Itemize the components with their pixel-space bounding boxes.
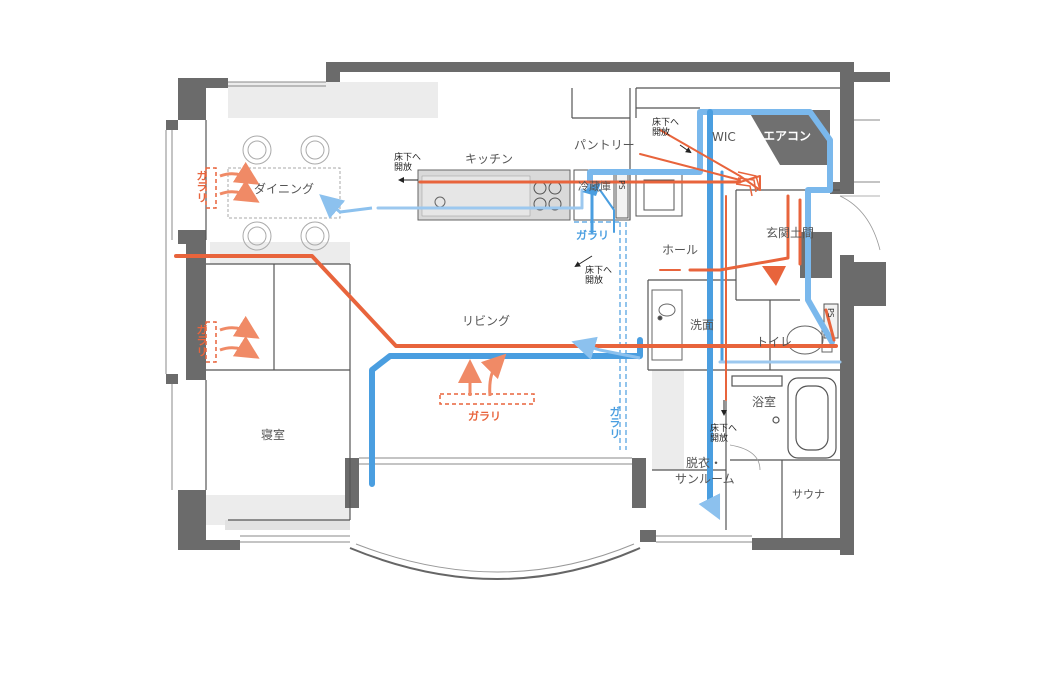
aircon-unit (748, 110, 830, 165)
room-label-sauna: サウナ (792, 488, 825, 501)
floor-open-line2: 開放 (652, 128, 671, 138)
floor-open-note-kitchen: 床下へ 開放 (394, 153, 421, 173)
garari-label-pantry: ガラリ (576, 229, 609, 242)
garari-label-bedroom: ガラリ (195, 324, 208, 357)
ps-label-toilet: PS (826, 308, 835, 318)
kitchen-counter (417, 169, 571, 221)
cool-airflow-arrow (319, 194, 721, 521)
room-label-aircon: エアコン (762, 129, 811, 143)
warm-airflow-arrow (219, 161, 507, 397)
room-label-entrance: 玄関土間 (766, 226, 815, 240)
room-label-dressing-1: 脱衣・ (686, 456, 723, 470)
floor-open-arrow (398, 144, 727, 416)
room-label-bathroom: 浴室 (752, 395, 777, 409)
floor-open-note-hall: 床下へ 開放 (585, 266, 612, 286)
blue-garari-dash (574, 221, 627, 450)
bay-window (349, 547, 641, 580)
room-label-fridge: 冷蔵庫 (578, 180, 611, 193)
floor-open-note-wic: 床下へ 開放 (652, 118, 679, 138)
room-label-hall: ホール (662, 243, 699, 257)
room-label-wic: WIC (712, 130, 736, 144)
warm-duct-bundle (735, 171, 761, 197)
floor-open-line2: 開放 (394, 163, 413, 173)
chair-icon (242, 135, 330, 251)
door-swings (729, 195, 881, 471)
bathtub (731, 375, 837, 459)
floor-open-line2: 開放 (585, 276, 604, 286)
floor-open-note-bath: 床下へ 開放 (710, 424, 737, 444)
floor-open-line1: 床下へ (710, 424, 738, 434)
garari-label-dining: ガラリ (195, 170, 208, 203)
room-label-toilet: トイレ (756, 335, 793, 349)
warm-ducts (174, 129, 838, 401)
room-label-kitchen: キッチン (465, 152, 514, 166)
warm-duct-outlet (762, 266, 786, 286)
exterior-walls (166, 62, 890, 555)
ps-label-kitchen: PS (617, 180, 626, 190)
floor-open-line1: 床下へ (394, 153, 422, 163)
dining-table (227, 135, 341, 251)
room-label-bedroom: 寝室 (261, 428, 286, 442)
washroom-sink (651, 289, 683, 361)
cool-ducts (369, 109, 842, 503)
room-label-pantry: パントリー (574, 138, 635, 152)
windows (165, 81, 880, 543)
cool-duct-outlet (582, 180, 602, 196)
orange-garari-box (205, 167, 535, 405)
garari-label-living: ガラリ (468, 410, 501, 423)
room-label-dressing-2: サンルーム (675, 472, 735, 486)
floor-open-line1: 床下へ (585, 266, 613, 276)
room-label-living: リビング (462, 314, 511, 328)
floor-open-line2: 開放 (710, 434, 729, 444)
room-label-dining: ダイニング (254, 182, 315, 196)
room-label-washroom: 洗面 (690, 318, 715, 332)
interior-walls (205, 87, 840, 538)
floor-open-line1: 床下へ (652, 118, 680, 128)
garari-label-living-vertical: ガラリ (608, 406, 621, 439)
